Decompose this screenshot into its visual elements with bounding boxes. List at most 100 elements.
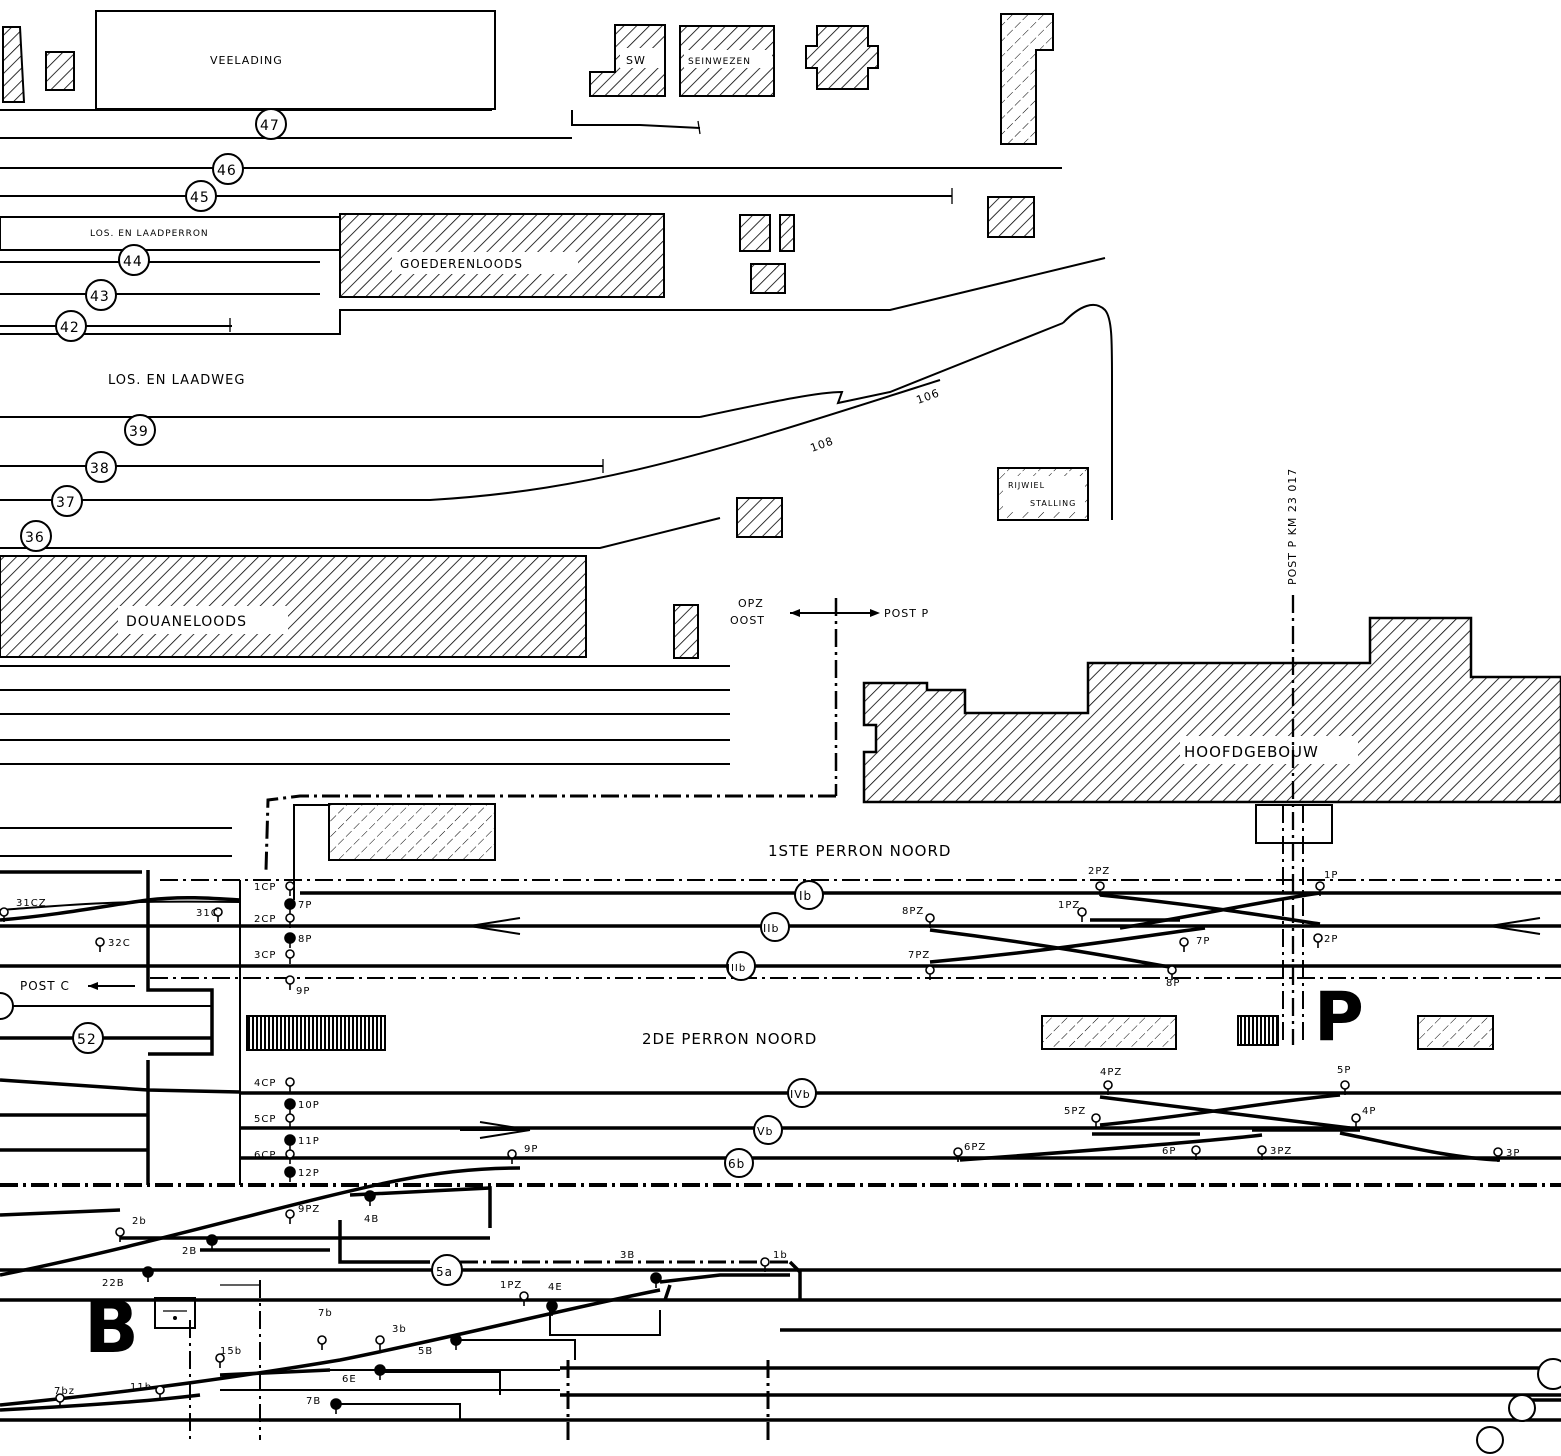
signal-9: 4CP — [254, 1077, 295, 1092]
signal-label: 11P — [298, 1136, 320, 1147]
track-circle-left-edge — [0, 992, 14, 1020]
signal-45: 7B — [306, 1396, 342, 1414]
track-37: 37 — [51, 485, 83, 517]
svg-text:IVb: IVb — [790, 1088, 811, 1101]
label-perron2: 2DE PERRON NOORD — [642, 1030, 817, 1048]
label-big-p: P — [1314, 978, 1364, 1057]
signal-label: 3PZ — [1270, 1146, 1292, 1157]
direction-arrows — [460, 917, 1561, 1139]
signal-39: 1PZ — [500, 1280, 529, 1306]
label-perron1: 1STE PERRON NOORD — [768, 842, 951, 860]
signal-label: 8PZ — [902, 906, 924, 917]
svg-text:44: 44 — [123, 254, 143, 270]
label-backs — [118, 48, 1358, 764]
signals: 31CZ31C32C1CP2CP3CP7P8P9P4CP5CP6CP10P11P… — [0, 866, 1520, 1414]
track-44: 44 — [118, 244, 150, 276]
signal-31: 3P — [1493, 1147, 1520, 1162]
svg-text:45: 45 — [190, 190, 210, 206]
building-tall-right — [1000, 13, 1054, 145]
label-big-b: B — [84, 1285, 139, 1369]
signal-20: 7P — [1179, 936, 1209, 952]
signal-25: 5P — [1337, 1065, 1351, 1095]
signal-label: 15b — [220, 1346, 242, 1357]
building-douaneloods — [0, 555, 587, 658]
signal-2: 32C — [95, 937, 131, 952]
track-Vb: Vb — [753, 1115, 783, 1145]
track-38: 38 — [85, 451, 117, 483]
signal-7: 8P — [284, 932, 311, 948]
signal-17: 1P — [1315, 870, 1337, 896]
track-5a: 5a — [431, 1254, 463, 1286]
signal-label: 10P — [298, 1100, 320, 1111]
signal-label: 7B — [306, 1396, 321, 1407]
signal-33: 9PZ — [285, 1204, 319, 1224]
signal-label: 7PZ — [908, 950, 930, 961]
label-los-laadweg: LOS. EN LAADWEG — [108, 373, 245, 388]
building-small-4 — [739, 214, 771, 252]
signal-label: 12P — [298, 1168, 320, 1179]
signal-label: 3b — [392, 1324, 407, 1335]
building-small-7 — [736, 497, 783, 538]
building-left-edge — [2, 26, 26, 103]
label-post-c: POST C — [20, 979, 70, 993]
signal-43: 5B — [418, 1334, 462, 1357]
signal-label: 6E — [342, 1374, 357, 1385]
label-rijwiel: RIJWIEL — [1008, 481, 1045, 490]
signal-18: 1PZ — [1058, 900, 1087, 922]
building-small-8 — [673, 604, 699, 659]
crossovers — [0, 891, 1501, 1162]
signal-label: 4CP — [254, 1078, 276, 1089]
signal-label: 3P — [1506, 1148, 1520, 1159]
signal-box-b — [154, 1297, 196, 1329]
svg-text:37: 37 — [56, 495, 76, 511]
signal-label: 22B — [102, 1278, 125, 1289]
signal-label: 1PZ — [1058, 900, 1080, 911]
signal-label: 2CP — [254, 914, 276, 925]
signal-15: 9P — [507, 1144, 538, 1164]
svg-text:43: 43 — [90, 289, 110, 305]
signal-label: 4P — [1362, 1106, 1376, 1117]
svg-text:Ib: Ib — [799, 889, 812, 903]
signal-label: 11b — [130, 1382, 152, 1393]
track-39: 39 — [124, 414, 156, 446]
svg-text:47: 47 — [260, 118, 280, 134]
signal-21: 8PZ — [902, 906, 935, 928]
signal-label: 9P — [524, 1144, 538, 1155]
signal-47: 7bz — [54, 1386, 75, 1408]
signal-label: 1PZ — [500, 1280, 522, 1291]
label-post-p-arrow: POST P — [884, 607, 929, 620]
building-perron2-shelter-left — [246, 1015, 386, 1051]
svg-text:46: 46 — [217, 163, 237, 179]
signal-29: 6P — [1162, 1145, 1201, 1160]
track-52: 52 — [72, 1022, 104, 1054]
track-number-circles: 47 46 45 44 43 42 39 38 37 36 52 Ib IIb … — [0, 108, 1561, 1454]
building-veelading — [95, 10, 496, 110]
signal-label: 4E — [548, 1282, 563, 1293]
signal-label: 1CP — [254, 882, 276, 893]
label-opz: OPZ — [738, 597, 764, 610]
track-43: 43 — [85, 279, 117, 311]
signal-label: 7bz — [54, 1386, 75, 1397]
signal-label: 6P — [1162, 1146, 1176, 1157]
signal-label: 4B — [364, 1214, 379, 1225]
signal-38: 1b — [760, 1250, 788, 1272]
signal-11: 6CP — [254, 1149, 295, 1164]
building-perron2-shelter-mid — [1041, 1015, 1177, 1050]
goods-yard-tracks — [0, 109, 1113, 765]
signal-label: 32C — [108, 938, 131, 949]
signal-label: 2P — [1324, 934, 1338, 945]
track-circle-bottom-right-1 — [1537, 1358, 1561, 1390]
label-sw: SW — [626, 54, 646, 67]
building-perron2-shelter-right — [1417, 1015, 1494, 1050]
track-circle-bottom-right-2 — [1508, 1394, 1536, 1422]
svg-text:IIIb: IIIb — [727, 963, 746, 974]
label-seinwezen: SEINWEZEN — [688, 57, 751, 67]
signal-13: 11P — [284, 1134, 320, 1150]
label-switch-106: 106 — [915, 386, 942, 406]
label-stalling: STALLING — [1030, 499, 1076, 508]
signal-48: 15b — [215, 1346, 242, 1368]
signal-label: 5P — [1337, 1065, 1351, 1076]
signal-label: 1b — [773, 1250, 788, 1261]
building-small-1 — [45, 51, 75, 91]
signal-label: 7P — [298, 900, 312, 911]
